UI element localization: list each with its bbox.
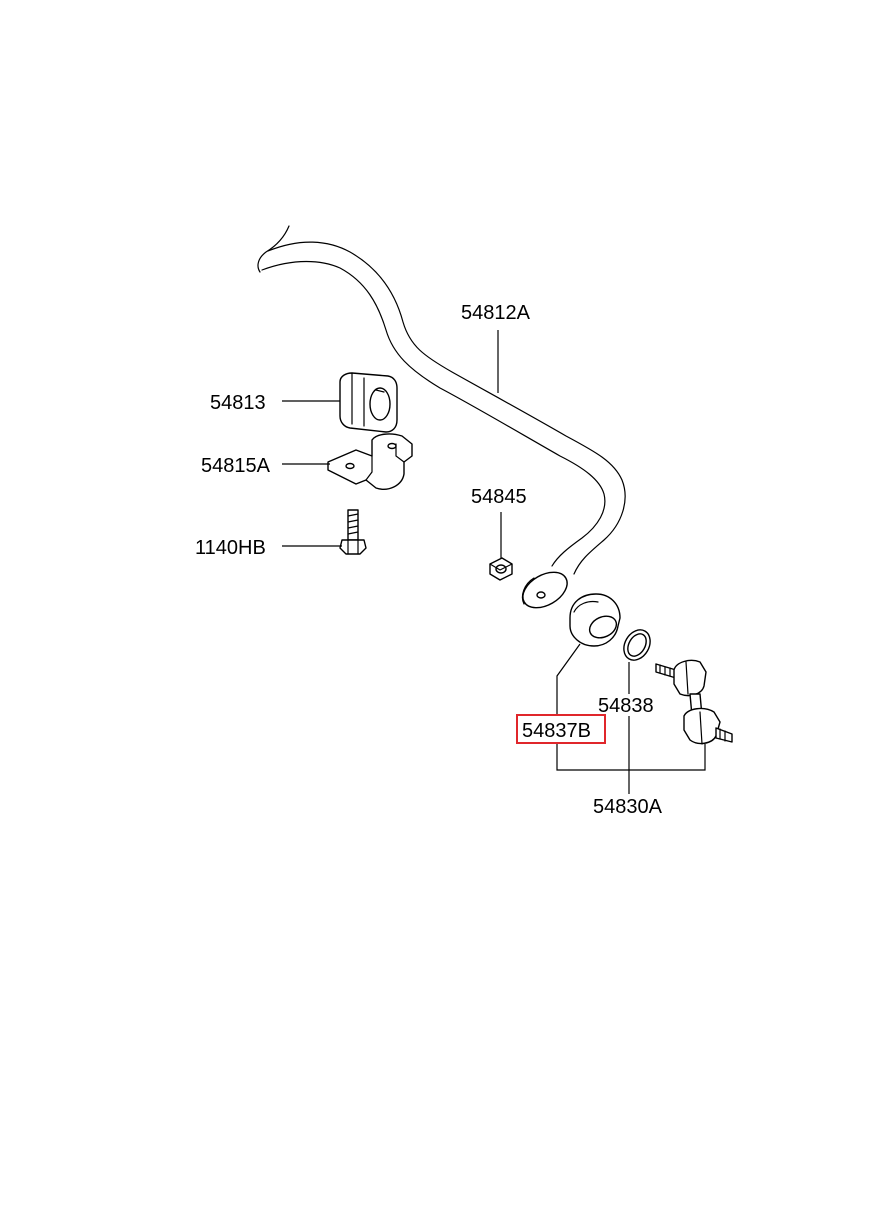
dust-cover-part	[569, 593, 621, 647]
label-dust-cover[interactable]: 54837B	[522, 720, 591, 742]
label-stabilizer-bar[interactable]: 54812A	[461, 302, 531, 324]
bracket-part	[327, 433, 413, 490]
leader-54830a-bracket	[556, 742, 706, 771]
label-link-assembly[interactable]: 54830A	[593, 796, 663, 818]
leader-lines	[282, 330, 706, 794]
bushing-part	[339, 372, 398, 433]
label-bushing[interactable]: 54813	[210, 392, 266, 414]
bolt-part	[339, 509, 367, 555]
highlight-box	[516, 714, 606, 744]
label-bolt[interactable]: 1140HB	[195, 537, 266, 559]
label-nut[interactable]: 54845	[471, 486, 527, 508]
stabilizer-bar-part	[257, 225, 626, 609]
link-assembly-part	[655, 659, 733, 745]
label-bracket[interactable]: 54815A	[201, 455, 271, 477]
clip-ring-part	[623, 629, 651, 661]
label-clip-ring[interactable]: 54838	[598, 695, 654, 717]
leader-54837b	[556, 643, 581, 716]
nut-part	[489, 557, 513, 581]
